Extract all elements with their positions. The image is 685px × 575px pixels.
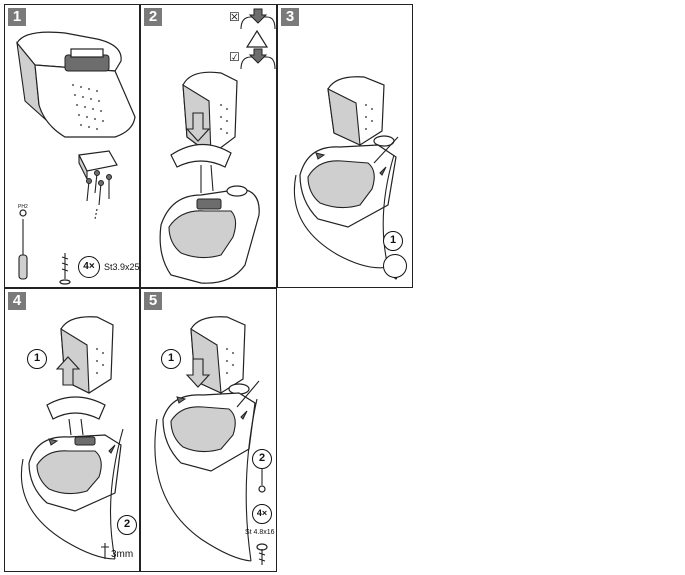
- step-3-callout-1: 1: [383, 231, 403, 251]
- screwdriver-size-label: PH2: [18, 204, 28, 210]
- step-5-callout-2: 2: [252, 449, 272, 469]
- screw-spec-label: St3.9x25: [104, 262, 140, 272]
- step-3-number: 3: [281, 8, 299, 26]
- step-4-callout-2: 2: [117, 515, 137, 535]
- armrest-insertion-view: [159, 8, 276, 284]
- push-direction-icon: [383, 254, 407, 278]
- step-5-screw-spec: St 4.8x16: [245, 529, 275, 536]
- drill-size-label: 3mm: [111, 549, 134, 560]
- screw-count-badge: 4×: [78, 256, 100, 278]
- step-1-number: 1: [8, 8, 26, 26]
- step-4-callout-1: 1: [27, 349, 47, 369]
- step-4-panel: 4 1 2 3mm: [4, 288, 140, 572]
- step-1-panel: 1 PH2 4×: [4, 4, 140, 288]
- armrest-final-fix-view: [154, 316, 268, 565]
- step-3-panel: 3 1: [277, 4, 413, 288]
- step-2-number: 2: [144, 8, 162, 26]
- correct-mark-icon: ☑: [229, 50, 240, 64]
- step-5-callout-1: 1: [161, 349, 181, 369]
- step-2-panel: 2 ☒ ☑: [140, 4, 277, 288]
- wrong-mark-icon: ☒: [229, 10, 240, 24]
- armrest-mounted-view: [293, 76, 403, 280]
- step-5-screw-count: 4×: [252, 504, 272, 524]
- armrest-removal-view: [20, 316, 124, 560]
- step-5-number: 5: [144, 292, 162, 310]
- step-4-number: 4: [8, 292, 26, 310]
- step-5-panel: 5 1 2 4× St 4.8x16: [140, 288, 277, 572]
- armrest-exploded-view: [16, 31, 136, 285]
